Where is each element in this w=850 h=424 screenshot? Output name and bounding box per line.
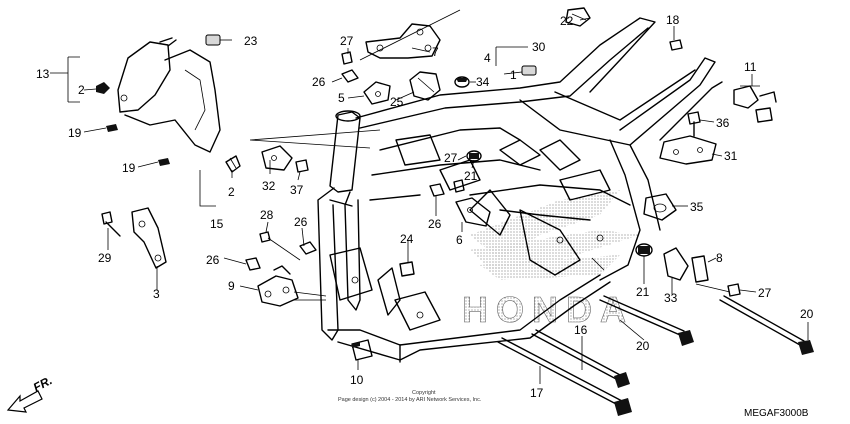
callout-8: 8	[716, 251, 723, 265]
callout-24: 24	[400, 232, 414, 246]
bolt-16	[531, 329, 630, 388]
watermark-text: HONDA	[462, 289, 634, 330]
callout-34: 34	[476, 75, 490, 89]
clamp-35	[643, 193, 677, 221]
grommet-21b	[635, 243, 653, 257]
main-frame	[317, 17, 723, 363]
bracket-7	[359, 9, 461, 61]
callout-23: 23	[244, 34, 258, 48]
bracket-32	[261, 145, 293, 171]
bolt-19b	[158, 158, 170, 166]
honda-watermark: HONDA	[462, 190, 640, 330]
callout-27c: 27	[758, 286, 772, 300]
callout-13: 13	[36, 67, 50, 81]
bracket-5	[363, 81, 391, 105]
grommet-part	[225, 155, 241, 173]
callout-35: 35	[690, 200, 704, 214]
diagram-code: MEGAF3000B	[744, 408, 809, 419]
callout-22: 22	[560, 14, 574, 28]
bracket-3	[131, 207, 167, 269]
callout-21a: 21	[464, 169, 478, 183]
callout-26d: 26	[428, 217, 442, 231]
callout-15: 15	[210, 217, 224, 231]
lock-11	[733, 85, 777, 123]
bolt-29	[101, 211, 121, 237]
front-direction-arrow: FR.	[6, 373, 55, 413]
callout-26a: 26	[294, 215, 308, 229]
bolt-18	[669, 39, 683, 51]
callout-19b: 19	[122, 161, 136, 175]
bolt-19a	[106, 124, 118, 132]
bolt-37	[295, 159, 309, 173]
callout-31: 31	[724, 149, 738, 163]
direction-label: FR.	[31, 373, 55, 394]
bolt-27b	[453, 179, 465, 193]
callout-17: 17	[530, 386, 544, 400]
callout-3: 3	[153, 287, 160, 301]
callout-37: 37	[290, 183, 304, 197]
clamp-10	[351, 339, 373, 361]
callout-27b: 27	[444, 151, 458, 165]
bolt-17	[497, 337, 632, 416]
callout-21b: 21	[636, 285, 650, 299]
callout-36: 36	[716, 116, 730, 130]
nut-26a	[299, 241, 317, 255]
callout-28: 28	[260, 208, 274, 222]
callout-1: 1	[510, 68, 517, 82]
callout-27a: 27	[340, 34, 354, 48]
collar-1	[521, 65, 537, 76]
bracket-6	[455, 197, 491, 227]
side-cover-part	[96, 37, 221, 153]
nut-26d	[429, 183, 445, 197]
callout-16: 16	[574, 323, 588, 337]
nut-26c	[341, 69, 359, 83]
callout-33: 33	[664, 291, 678, 305]
clip-part	[205, 34, 221, 46]
callout-32: 32	[262, 179, 276, 193]
callout-9: 9	[228, 279, 235, 293]
copyright-line1: Copyright	[412, 390, 436, 396]
bracket-9	[257, 265, 299, 307]
grommet-34	[454, 76, 470, 88]
callout-4: 4	[484, 51, 491, 65]
leader-lines	[50, 17, 809, 384]
callout-25: 25	[390, 95, 404, 109]
callout-6: 6	[456, 233, 463, 247]
bracket-33	[663, 247, 689, 281]
callout-labels: 13 2 19 19 15 2 23 29 3 28 26 26 9 10 24…	[36, 13, 814, 400]
bolt-20a	[599, 295, 694, 346]
callout-11: 11	[744, 60, 757, 74]
callout-20a: 20	[636, 339, 650, 353]
callout-18: 18	[666, 13, 680, 27]
bracket-31	[659, 135, 717, 165]
callout-5: 5	[338, 91, 345, 105]
bolt-20b	[719, 295, 814, 355]
callout-19a: 19	[68, 126, 82, 140]
bolt-27c	[727, 283, 741, 297]
grommet-21a	[466, 150, 482, 162]
callout-10: 10	[350, 373, 364, 387]
callout-30: 30	[532, 40, 546, 54]
clamp-24	[399, 261, 415, 277]
callout-2a: 2	[78, 83, 85, 97]
callout-26b: 26	[206, 253, 220, 267]
bolt-27a	[341, 51, 353, 65]
callout-20b: 20	[800, 307, 814, 321]
nut-26b	[245, 257, 261, 271]
bolt-36	[687, 111, 701, 137]
callout-7: 7	[432, 45, 439, 59]
copyright-line2: Page design (c) 2004 - 2014 by ARI Netwo…	[338, 397, 482, 403]
callout-2b: 2	[228, 185, 235, 199]
callout-29: 29	[98, 251, 112, 265]
bolt-28	[259, 231, 301, 261]
clamp-25	[409, 71, 441, 101]
callout-26c: 26	[312, 75, 326, 89]
bracket-8	[691, 255, 709, 283]
